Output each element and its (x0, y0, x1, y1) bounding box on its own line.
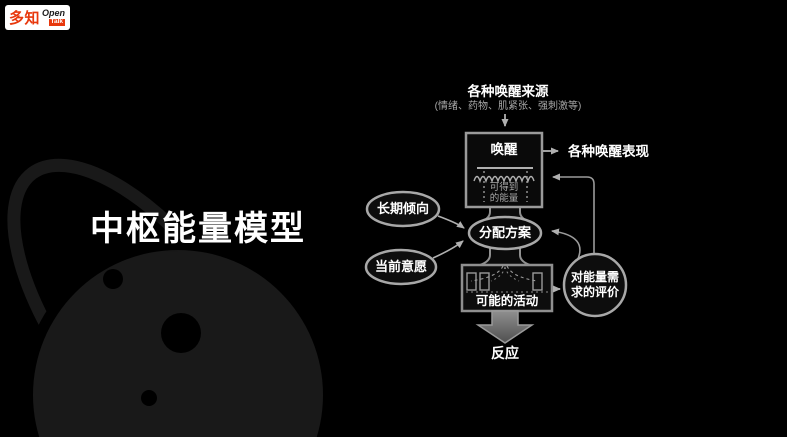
arrow-longterm-to-allocation (437, 215, 465, 229)
activity-slot-2 (479, 272, 490, 291)
evaluation-label: 对能量需 求的评价 (560, 270, 630, 300)
flow-dashed-left (470, 265, 504, 282)
arousal-box (464, 131, 544, 209)
long-term-oval (365, 190, 441, 228)
planet-crater-small (141, 390, 157, 406)
available-energy-label: 可得到 的能量 (466, 182, 542, 205)
connector-evaluation-to-arousal (552, 173, 595, 255)
brand-logo-cn: 多知 (9, 10, 41, 27)
activities-label: 可能的活动 (475, 294, 539, 308)
manifestation-label: 各种唤醒表现 (568, 144, 649, 159)
activity-slot-1 (466, 272, 477, 291)
current-will-oval (364, 248, 438, 286)
brand-logo-open: Open (42, 8, 66, 19)
evaluation-line1: 对能量需 (570, 270, 619, 284)
long-term-label: 长期倾向 (376, 201, 429, 216)
available-energy-line1: 可得到 (489, 182, 519, 193)
flow-dashed-mid-left (490, 266, 506, 282)
evaluation-circle (562, 252, 628, 318)
planet-watermark (7, 158, 323, 437)
brand-logo: 多知 Open Talk (5, 5, 71, 30)
slide-title: 中枢能量模型 (90, 210, 306, 248)
response-label: 反应 (491, 345, 519, 361)
allocation-oval (467, 215, 543, 251)
activity-slot-3 (532, 272, 543, 291)
current-will-label: 当前意愿 (374, 259, 427, 274)
flow-dashed-mid-right (504, 266, 520, 282)
arrow-currentwill-to-allocation (432, 240, 464, 259)
allocation-label: 分配方案 (478, 225, 531, 240)
connector-evaluation-to-allocation (551, 228, 581, 262)
planet-crater-medium (103, 269, 123, 289)
source-title: 各种唤醒来源 (467, 84, 549, 99)
evaluation-line2: 求的评价 (570, 285, 619, 299)
arousal-label: 唤醒 (490, 142, 518, 157)
source-subtitle: (情绪、药物、肌紧张、强刺激等) (434, 101, 582, 112)
flow-dashed-right (506, 265, 538, 282)
response-arrow (475, 310, 535, 344)
planet-crater-large (161, 313, 201, 353)
brand-logo-talk: Talk (48, 18, 66, 26)
available-energy-line2: 的能量 (489, 192, 519, 204)
brand-logo-en: Open Talk (42, 8, 66, 26)
